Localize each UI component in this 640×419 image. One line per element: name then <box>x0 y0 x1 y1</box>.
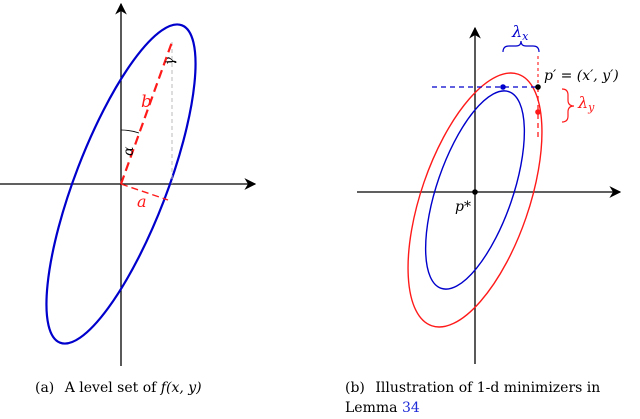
label-p-prime: p′ = (x′, y′) <box>544 68 619 84</box>
outer-level-set <box>407 72 543 328</box>
caption-b-tag: (b) <box>345 380 365 396</box>
caption-b-line1: (b) Illustration of 1-d minimizers in <box>345 380 600 396</box>
outer-minimizer-point <box>535 109 541 115</box>
inner-level-set <box>424 90 526 290</box>
caption-b-text: Illustration of 1-d minimizers in <box>375 380 600 396</box>
label-gamma: γ <box>163 57 178 65</box>
lambda-x-brace <box>502 40 540 53</box>
major-axis-b <box>119 41 174 185</box>
point-p-star <box>472 189 478 195</box>
caption-a-text: A level set of <box>64 380 161 396</box>
alpha-arc <box>120 129 140 134</box>
figure-b: λx λy p′ = (x′, y′) p* (b) Illustration … <box>345 22 622 416</box>
caption-a-math: f(x, y) <box>160 380 202 396</box>
caption-a-tag: (a) <box>35 380 54 396</box>
figure-a: b a α γ (a) A level set of f(x, y) <box>0 2 257 396</box>
inner-minimizer-point <box>500 84 506 90</box>
label-b: b <box>141 92 152 112</box>
minor-axis-a <box>120 183 169 201</box>
label-a: a <box>137 192 147 211</box>
label-p-star: p* <box>455 199 471 215</box>
label-alpha: α <box>121 146 137 156</box>
caption-b-line2: Lemma 34 <box>345 400 420 416</box>
point-p-prime <box>535 84 541 90</box>
caption-a: (a) A level set of f(x, y) <box>35 380 202 396</box>
lambda-y-brace <box>561 88 575 123</box>
caption-b-prefix: Lemma <box>345 400 402 416</box>
label-lambda-x: λx <box>511 22 529 43</box>
label-lambda-y: λy <box>577 93 595 114</box>
lemma-reference-link[interactable]: 34 <box>402 400 420 416</box>
level-set-ellipse <box>45 23 197 345</box>
